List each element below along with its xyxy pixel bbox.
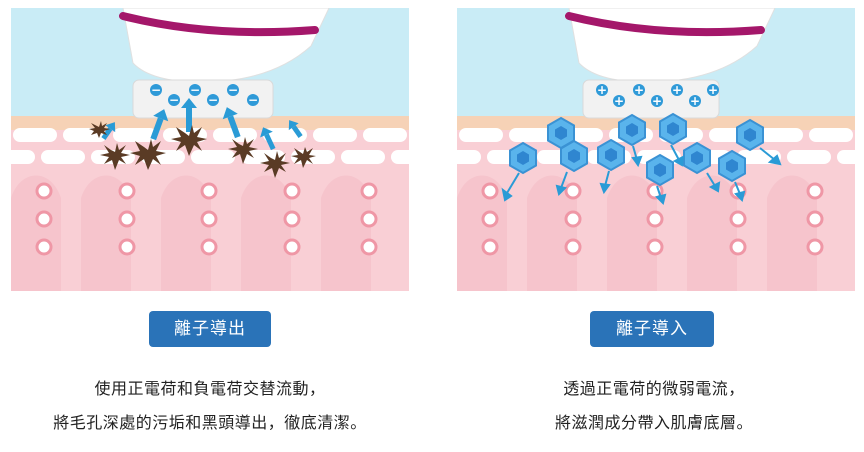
negative-ion: −	[247, 93, 259, 107]
pore-circles	[481, 182, 824, 256]
molecule-hexagon-icon	[659, 112, 687, 146]
svg-text:−: −	[190, 83, 200, 97]
molecule-hexagon-icon	[597, 138, 625, 172]
arrow-down-icon	[655, 185, 667, 205]
arrow-down-icon	[670, 144, 685, 167]
positive-ion: +	[613, 94, 625, 108]
ion-infusion-label: 離子導入	[590, 311, 714, 347]
negative-ion: −	[189, 83, 201, 97]
blackhead-icon	[291, 147, 316, 168]
positive-ion: +	[689, 94, 701, 108]
svg-text:+: +	[614, 94, 624, 108]
dirt-particles	[89, 121, 316, 178]
ion-infusion-illustration: + + + + + + +	[457, 8, 855, 291]
positive-ion: +	[671, 83, 683, 97]
negative-ion: −	[150, 83, 162, 97]
infusion-svg: + + + + + + +	[457, 8, 855, 291]
molecule-hexagon-icon	[646, 153, 674, 187]
positive-ions: + + + + + + +	[596, 83, 719, 108]
blackhead-icon	[228, 137, 258, 164]
molecule-hexagon-icon	[509, 141, 537, 175]
infusion-description-line: 透過正電荷的微弱電流，	[563, 379, 745, 398]
svg-text:−: −	[169, 93, 179, 107]
blackhead-icon	[89, 121, 110, 138]
downward-arrows	[501, 144, 782, 205]
pore-circles	[35, 182, 378, 256]
svg-text:−: −	[151, 83, 161, 97]
electrode-plate	[582, 79, 720, 119]
arrow-down-icon	[759, 147, 782, 166]
arrow-up-icon	[222, 107, 241, 139]
blackhead-icon	[171, 125, 207, 156]
upward-arrows	[101, 98, 303, 151]
svg-text:−: −	[228, 83, 238, 97]
svg-text:+: +	[708, 83, 718, 97]
negative-ion: −	[207, 93, 219, 107]
ion-extraction-label: 離子導出	[149, 311, 271, 347]
svg-text:−: −	[248, 93, 258, 107]
nutrient-molecules	[509, 112, 764, 187]
molecule-hexagon-icon	[683, 141, 711, 175]
blackhead-icon	[100, 143, 130, 170]
ion-extraction-illustration: − − − − − −	[11, 8, 409, 291]
positive-ion: +	[633, 83, 645, 97]
molecule-hexagon-icon	[718, 149, 746, 183]
arrow-down-icon	[555, 171, 568, 196]
arrow-up-icon	[288, 120, 303, 138]
extraction-description-line: 將毛孔深處的污垢和黑頭導出，徹底清潔。	[53, 413, 367, 432]
negative-ions: − − − − − −	[150, 83, 259, 107]
molecule-hexagon-icon	[560, 139, 588, 173]
svg-text:+: +	[690, 94, 700, 108]
device-head	[565, 8, 776, 119]
positive-ion: +	[596, 83, 608, 97]
negative-ion: −	[168, 93, 180, 107]
device-band	[119, 12, 319, 37]
arrow-down-icon	[501, 172, 520, 202]
extraction-description-line: 使用正電荷和負電荷交替流動，	[94, 379, 326, 398]
arrow-up-icon	[150, 109, 169, 141]
infusion-description: 透過正電荷的微弱電流， 將滋潤成分帶入肌膚底層。	[444, 372, 864, 440]
svg-text:−: −	[208, 93, 218, 107]
extraction-svg: − − − − − −	[11, 8, 409, 291]
arrow-down-icon	[734, 181, 746, 202]
svg-text:+: +	[634, 83, 644, 97]
arrow-up-icon	[101, 122, 116, 140]
arrow-down-icon	[599, 170, 611, 195]
arrow-down-icon	[631, 145, 643, 168]
blackhead-icon	[130, 139, 166, 170]
arrow-up-icon	[260, 127, 276, 151]
device-band	[565, 12, 765, 37]
positive-ion: +	[651, 94, 663, 108]
negative-ion: −	[227, 83, 239, 97]
dermis-folds	[11, 175, 371, 291]
dermis-folds	[457, 175, 817, 291]
svg-text:+: +	[597, 83, 607, 97]
extraction-description: 使用正電荷和負電荷交替流動， 將毛孔深處的污垢和黑頭導出，徹底清潔。	[0, 372, 420, 440]
molecule-hexagon-icon	[736, 118, 764, 152]
blackhead-icon	[260, 151, 290, 178]
arrow-down-icon	[706, 172, 721, 193]
molecule-hexagon-icon	[618, 113, 646, 147]
infusion-description-line: 將滋潤成分帶入肌膚底層。	[554, 413, 753, 432]
positive-ion: +	[707, 83, 719, 97]
arrow-up-icon	[181, 98, 197, 132]
svg-text:+: +	[672, 83, 682, 97]
svg-text:+: +	[652, 94, 662, 108]
